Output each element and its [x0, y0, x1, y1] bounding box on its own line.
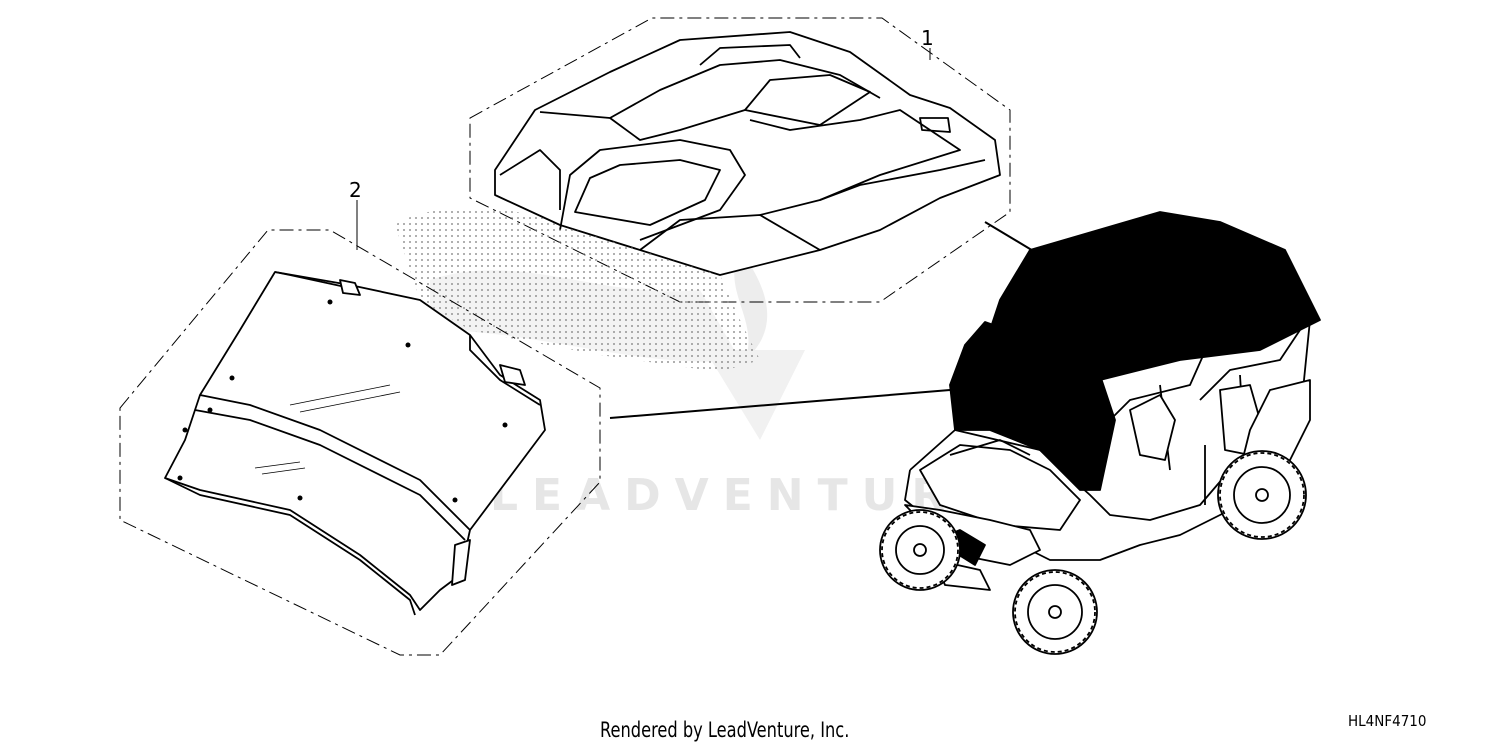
vehicle-sunshade	[949, 321, 1116, 491]
vehicle-wheels	[879, 450, 1307, 655]
footer-credit: Rendered by LeadVenture, Inc.	[600, 718, 850, 742]
wheel-front-right	[1012, 569, 1098, 655]
dotted-shadow	[395, 208, 760, 372]
part1-to-vehicle	[984, 221, 1036, 253]
vehicle-illustration	[904, 211, 1321, 591]
part2-to-vehicle	[609, 389, 951, 419]
callout-part-2[interactable]: 2	[349, 178, 362, 202]
wheel-front-left	[879, 509, 961, 591]
part1-roof-top	[494, 31, 1001, 276]
diagram-code: HL4NF4710	[1348, 712, 1427, 730]
wheel-rear	[1217, 450, 1307, 540]
part2-boundary	[119, 229, 601, 656]
part2-holes	[177, 299, 508, 503]
part2-windshield	[164, 271, 546, 616]
part2-glass-highlights	[254, 384, 401, 475]
callout-part-1[interactable]: 1	[921, 26, 934, 50]
